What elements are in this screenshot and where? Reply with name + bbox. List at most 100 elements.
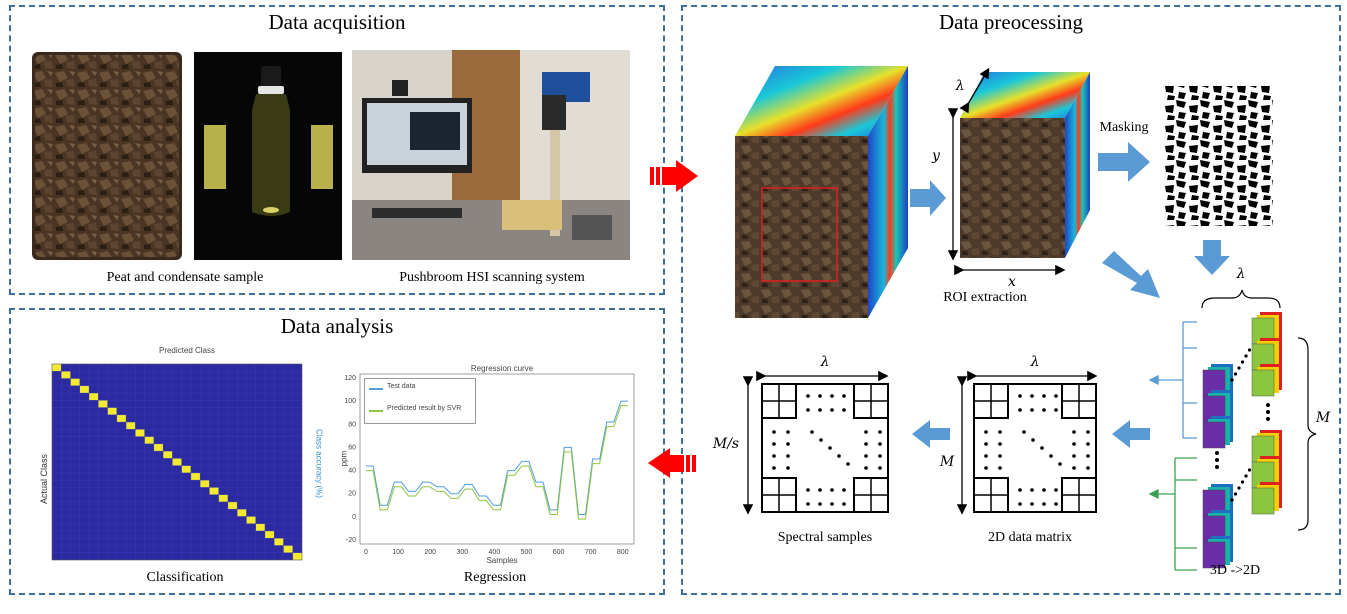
- matrix-dot: [878, 430, 882, 434]
- confusion-diagonal-cell: [89, 393, 99, 401]
- regression-caption: Regression: [463, 570, 527, 585]
- matrix-dot: [818, 502, 822, 506]
- diagonal-link-dot: [1233, 492, 1238, 496]
- diagonal-link-dot: [1230, 378, 1234, 382]
- diagonal-link-dot: [1240, 360, 1245, 364]
- matrix-dot: [1018, 502, 1022, 506]
- matrix-dot: [772, 442, 776, 446]
- roi-to-mask-arrow: [1098, 142, 1150, 182]
- green-cube: [1251, 456, 1282, 489]
- stack-ellipsis-dot: [1266, 417, 1270, 421]
- data-acquisition-panel: [9, 5, 665, 295]
- green-bracket-lines: [1148, 457, 1197, 571]
- purple-cube: [1202, 364, 1233, 397]
- regression-xtick-label: 0: [364, 549, 368, 556]
- stack-ellipsis-dot: [1215, 465, 1219, 469]
- samples-m-over-s-symbol: M/s: [712, 436, 740, 452]
- matrix-dot: [806, 488, 810, 492]
- matrix-dot: [846, 462, 850, 466]
- matrix-dot: [864, 430, 868, 434]
- confusion-diagonal-cell: [116, 414, 127, 423]
- matrix-lambda-symbol: λ: [1030, 354, 1040, 370]
- mask-down-arrow: [1194, 240, 1230, 275]
- confusion-diagonal-cell: [70, 378, 80, 386]
- regression-xtick-label: 400: [489, 549, 501, 556]
- matrix-dot: [1018, 488, 1022, 492]
- data-matrix-label: 2D data matrix: [988, 530, 1072, 545]
- matrix-dot: [998, 466, 1002, 470]
- test-data-series: [366, 400, 628, 516]
- matrix-dot: [998, 430, 1002, 434]
- matrix-dot: [828, 446, 832, 450]
- matrix-dot: [842, 394, 846, 398]
- confusion-diagonal-cell: [172, 458, 182, 466]
- matrix-dot: [818, 488, 822, 492]
- matrix-dot: [984, 466, 988, 470]
- regression-ytick-label: 80: [348, 421, 356, 428]
- regression-xtick-label: 500: [521, 549, 533, 556]
- matrix-dot: [786, 430, 790, 434]
- diagonal-link-dot: [1247, 468, 1252, 472]
- roi-cube: [947, 67, 1090, 276]
- matrix-dot: [864, 466, 868, 470]
- matrix-dot: [830, 488, 834, 492]
- matrix-dot: [1031, 438, 1035, 442]
- matrix-dot: [984, 454, 988, 458]
- confusion-diagonal-cell: [292, 552, 302, 560]
- legend-test-swatch: [369, 388, 383, 390]
- purple-cube: [1202, 416, 1233, 449]
- matrix-dot: [984, 430, 988, 434]
- acquisition-to-preprocessing-arrow: [650, 160, 698, 192]
- matrix-dot: [786, 466, 790, 470]
- matrix-dot: [1049, 454, 1053, 458]
- matrix-dot: [1054, 408, 1058, 412]
- confusion-diagonal-cell: [163, 451, 173, 459]
- lambda-brace-top: [1201, 289, 1281, 309]
- diagonal-link-dot: [1244, 474, 1248, 478]
- regression-xtick-label: 800: [617, 549, 629, 556]
- purple-cube: [1202, 390, 1233, 423]
- cube-front-face: [1202, 541, 1226, 569]
- matrix-dot: [1054, 394, 1058, 398]
- green-cube: [1251, 430, 1282, 463]
- matrix-dot: [806, 394, 810, 398]
- matrix-to-samples-arrow: [912, 420, 950, 448]
- confusion-diagonal-cell: [227, 501, 238, 510]
- matrix-dot: [842, 502, 846, 506]
- cube-front-face: [1202, 421, 1226, 449]
- confusion-diagonal-cell: [61, 371, 71, 379]
- matrix-dot: [818, 394, 822, 398]
- hsi-scanning-system-photo: [352, 50, 630, 260]
- matrix-dot: [1042, 408, 1046, 412]
- system-caption: Pushbroom HSI scanning system: [399, 270, 585, 285]
- classification-title: Predicted Class: [158, 346, 216, 355]
- matrix-dot: [772, 454, 776, 458]
- matrix-dot: [878, 454, 882, 458]
- legend-pred-swatch: [369, 410, 383, 412]
- regression-ytick-label: -20: [346, 537, 356, 544]
- matrix-dot: [786, 442, 790, 446]
- matrix-dot: [1086, 466, 1090, 470]
- cubes-to-matrix-arrow: [1112, 420, 1150, 448]
- matrix-dot: [810, 430, 814, 434]
- matrix-frame: [761, 383, 889, 513]
- matrix-dot: [1058, 462, 1062, 466]
- confusion-diagonal-cell: [153, 443, 164, 452]
- peat-sample-photo: [32, 52, 182, 260]
- matrix-dot: [830, 502, 834, 506]
- matrix-dot: [1030, 488, 1034, 492]
- confusion-diagonal-cell: [255, 523, 265, 531]
- diagonal-link-dot: [1244, 354, 1248, 358]
- matrix-dot: [786, 454, 790, 458]
- matrix-dot: [842, 488, 846, 492]
- data-analysis-panel: [9, 308, 665, 595]
- regression-xtick-label: 300: [456, 549, 468, 556]
- matrix-dot: [1040, 446, 1044, 450]
- acquisition-title: Data acquisition: [268, 10, 406, 34]
- confusion-diagonal-cell: [218, 494, 228, 502]
- m-brace-right: [1297, 337, 1317, 531]
- confusion-diagonal-cell: [264, 530, 275, 539]
- confusion-diagonal-cell: [144, 436, 154, 444]
- regression-xtick-label: 200: [424, 549, 436, 556]
- regression-ytick-label: 0: [352, 514, 356, 521]
